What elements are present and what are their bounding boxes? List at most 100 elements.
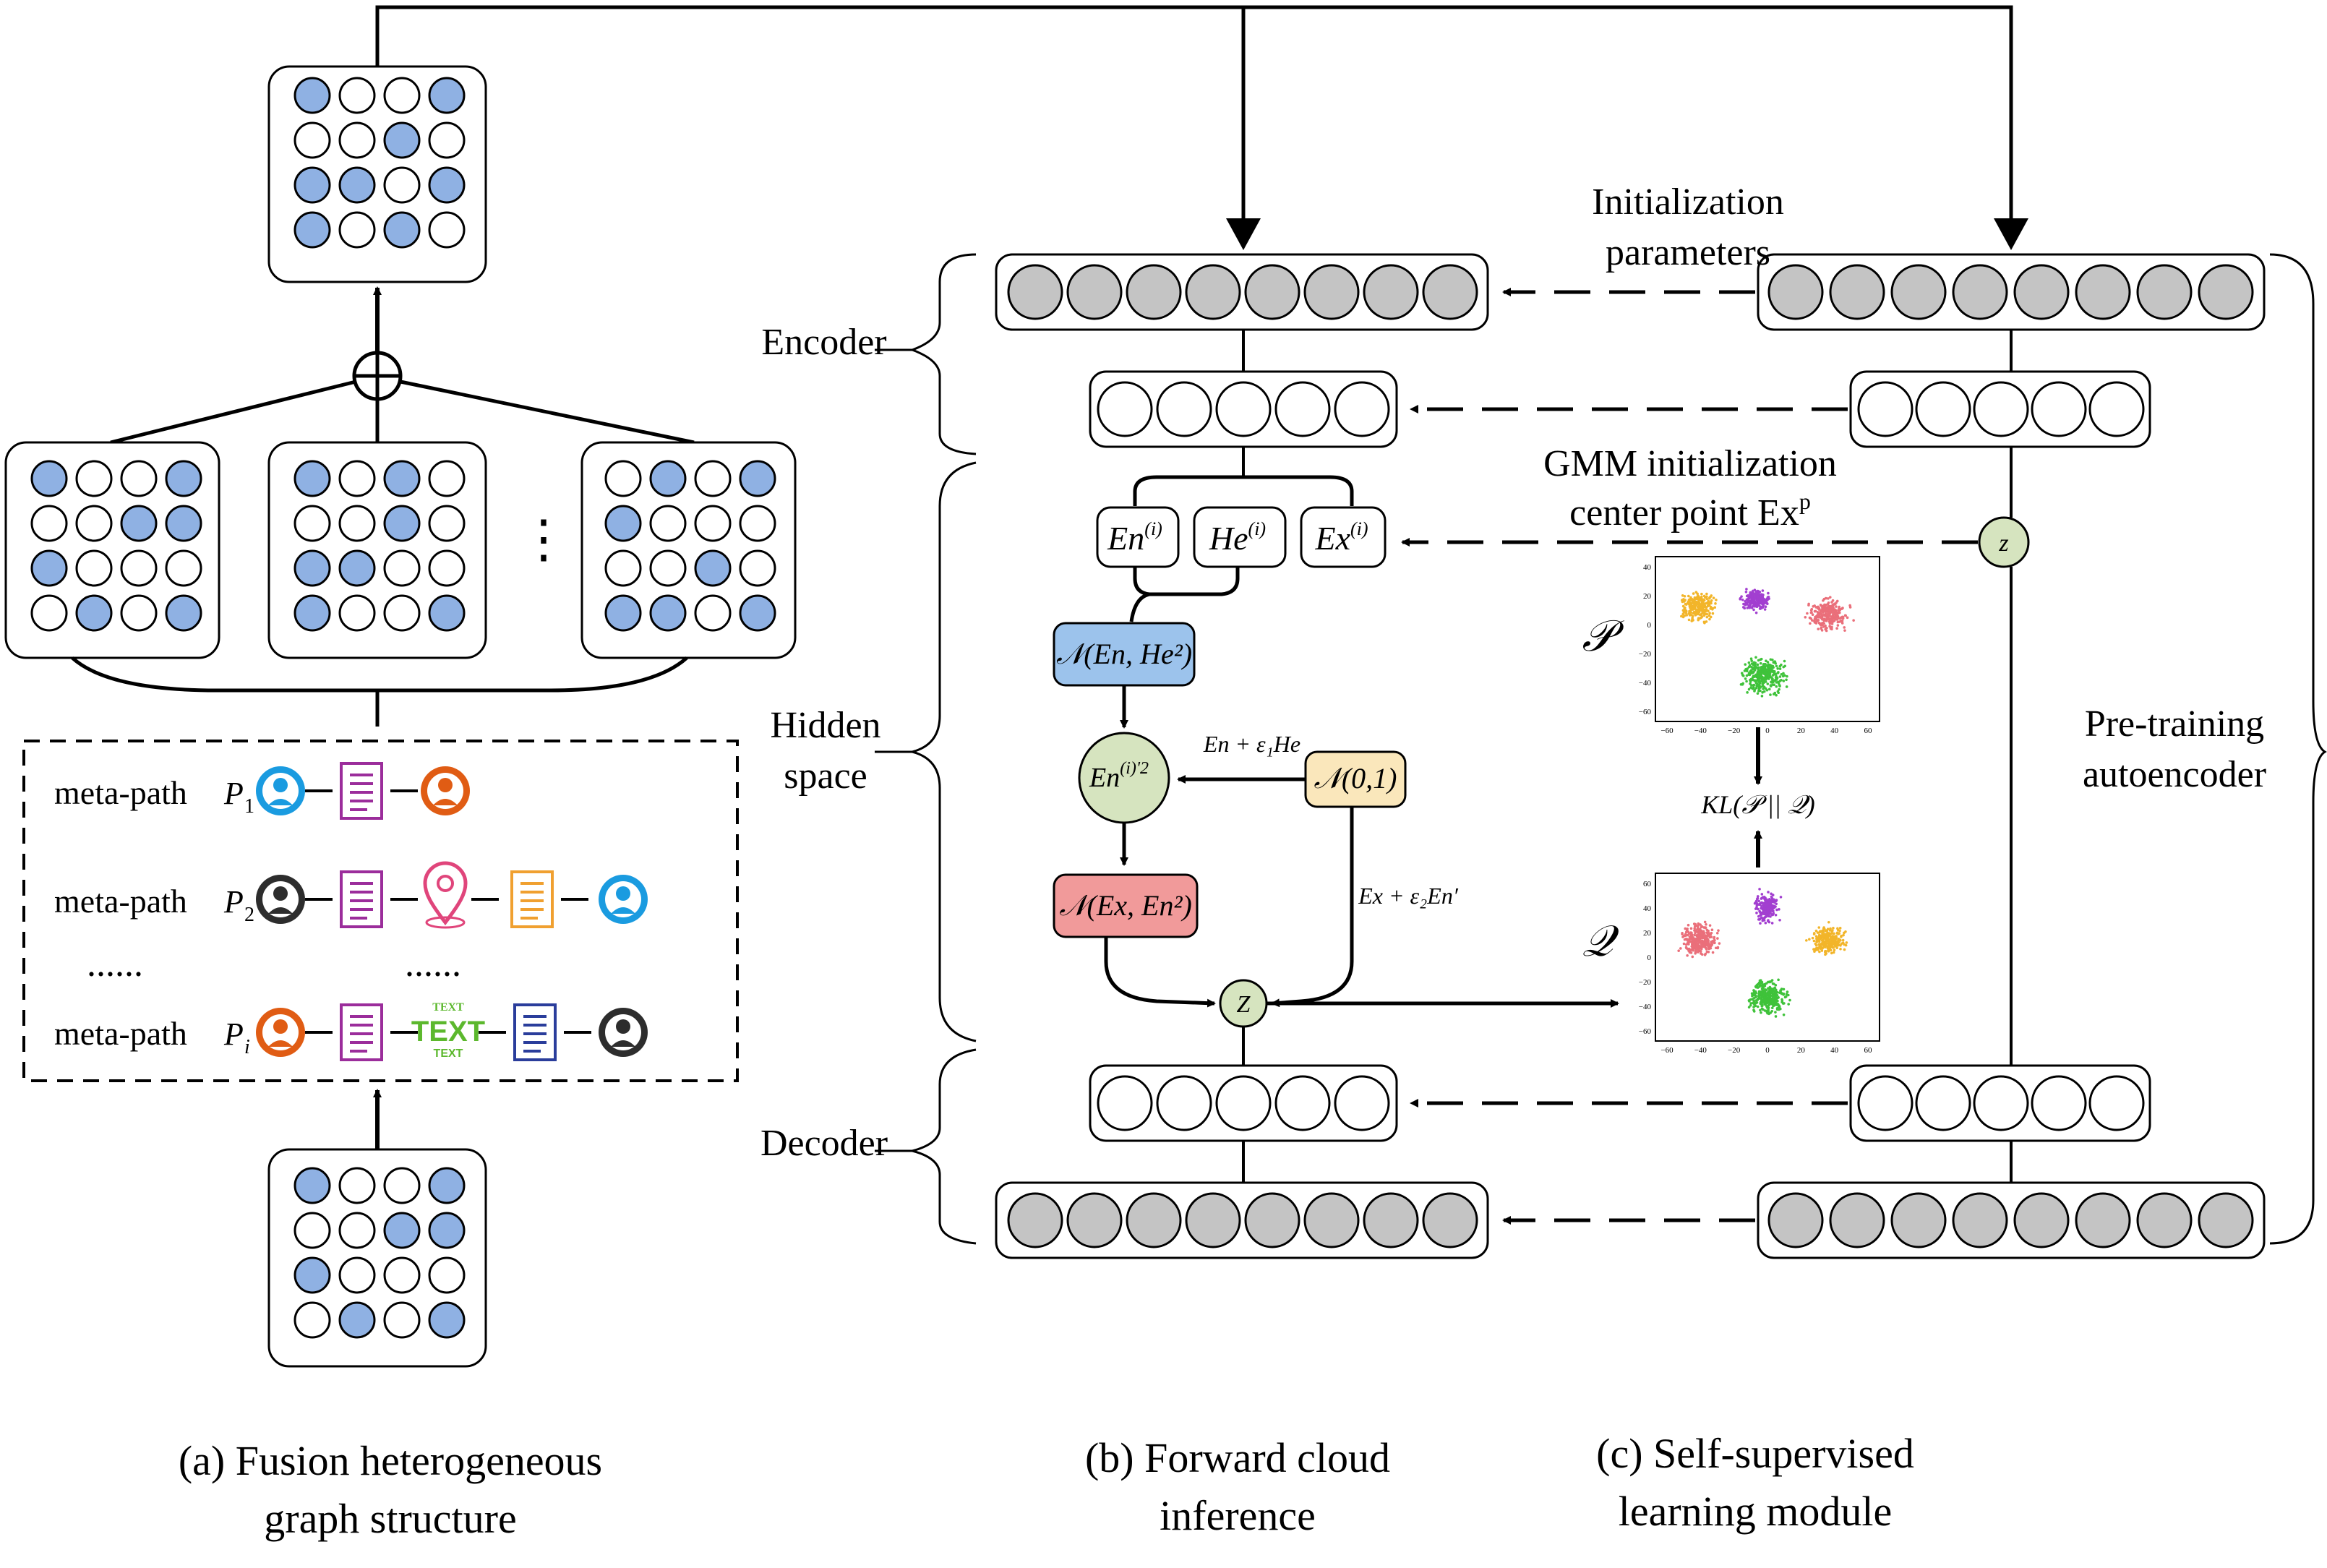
scatter-point xyxy=(1764,680,1767,683)
scatter-point xyxy=(1691,955,1694,959)
meta-path-box xyxy=(22,740,739,1082)
scatter-point xyxy=(1763,990,1767,994)
scatter-point xyxy=(1755,591,1758,594)
scatter-point xyxy=(1680,614,1683,618)
neuron-node xyxy=(1767,264,1824,320)
scatter-point xyxy=(1842,933,1845,937)
scatter-point xyxy=(1762,690,1766,693)
neuron-node xyxy=(1097,381,1153,437)
scatter-point xyxy=(1782,993,1785,996)
scatter-point xyxy=(1752,686,1755,689)
scatter-point xyxy=(1767,1003,1771,1006)
scatter-point xyxy=(1751,599,1754,603)
document-icon xyxy=(340,1003,383,1061)
scatter-point xyxy=(1699,949,1702,953)
scatter-point xyxy=(1770,922,1774,925)
matrix-node xyxy=(428,121,466,159)
scatter-point xyxy=(1766,664,1770,667)
scatter-point xyxy=(1747,599,1750,602)
x-tick-label: 40 xyxy=(1830,1046,1839,1055)
matrix-node xyxy=(604,549,642,587)
matrix-node xyxy=(293,1212,331,1249)
scatter-point xyxy=(1762,904,1765,907)
scatter-point xyxy=(1694,948,1697,951)
matrix-node xyxy=(383,77,421,114)
scatter-point xyxy=(1695,608,1699,612)
x-tick-label: 60 xyxy=(1864,1046,1873,1055)
scatter-point xyxy=(1773,986,1776,990)
matrix-node xyxy=(604,594,642,632)
y-tick-label: −20 xyxy=(1639,978,1652,987)
neuron-node xyxy=(1334,1075,1390,1131)
scatter-point xyxy=(1681,594,1684,597)
scatter-point xyxy=(1782,1014,1786,1016)
scatter-point xyxy=(1705,620,1708,623)
scatter-point xyxy=(1712,596,1715,600)
scatter-point xyxy=(1765,600,1768,604)
scatter-point xyxy=(1711,951,1715,954)
pretrain-label-1: Pre-training xyxy=(2085,703,2264,745)
scatter-point xyxy=(1687,923,1690,927)
scatter-point xyxy=(1852,619,1855,622)
scatter-point xyxy=(1709,946,1713,950)
scatter-point xyxy=(1760,695,1764,698)
scatter-point xyxy=(1808,938,1811,941)
scatter-point xyxy=(1843,931,1846,935)
scatter-point xyxy=(1682,942,1686,946)
scatter-point xyxy=(1757,683,1760,687)
matrix-node xyxy=(383,1212,421,1249)
scatter-point xyxy=(1761,606,1765,609)
scatter-point xyxy=(1786,990,1789,993)
kl-label: KL(𝒫 || 𝒬) xyxy=(1700,790,1815,819)
scatter-point xyxy=(1710,935,1713,938)
scatter-point xyxy=(1677,949,1680,952)
scatter-point xyxy=(1773,672,1777,676)
scatter-point xyxy=(1763,1009,1767,1012)
user-icon xyxy=(599,1008,648,1057)
scatter-point xyxy=(1764,1001,1767,1004)
scatter-point xyxy=(1826,603,1830,606)
neuron-node xyxy=(1303,264,1360,320)
matrix-node xyxy=(120,505,158,542)
scatter-point xyxy=(1821,947,1824,950)
matrix-node xyxy=(739,505,776,542)
scatter-point xyxy=(1775,678,1778,681)
matrix-node xyxy=(649,594,687,632)
scatter-point xyxy=(1829,619,1832,622)
scatter-point xyxy=(1758,909,1761,913)
scatter-point xyxy=(1770,1006,1774,1010)
scatter-point xyxy=(1815,941,1819,943)
scatter-point xyxy=(1765,903,1767,906)
svg-text:TEXT: TEXT xyxy=(411,1016,485,1048)
scatter-point xyxy=(1766,682,1770,685)
scatter-point xyxy=(1705,615,1709,619)
scatter-point xyxy=(1684,603,1688,606)
scatter-point xyxy=(1745,680,1748,683)
scatter-point xyxy=(1837,609,1840,612)
scatter-point xyxy=(1746,691,1749,694)
matrix-node xyxy=(338,1301,376,1339)
scatter-point xyxy=(1708,617,1711,621)
neuron-node xyxy=(1215,381,1272,437)
scatter-point xyxy=(1821,933,1824,935)
scatter-point xyxy=(1756,604,1760,607)
scatter-point xyxy=(1744,604,1747,607)
matrix-node xyxy=(604,505,642,542)
scatter-point xyxy=(1704,609,1707,612)
scatter-point xyxy=(1757,907,1760,911)
scatter-point xyxy=(1750,671,1754,674)
scatter-point xyxy=(1773,691,1777,695)
scatter-point xyxy=(1814,935,1818,938)
scatter-point xyxy=(1754,682,1758,685)
scatter-point xyxy=(1828,929,1832,932)
neuron-node xyxy=(1422,264,1478,320)
scatter-point xyxy=(1765,995,1768,999)
matrix-node xyxy=(75,460,113,497)
scatter-point xyxy=(1767,891,1770,894)
scatter-point xyxy=(1758,888,1761,891)
neuron-node xyxy=(1007,264,1063,320)
scatter-point xyxy=(1823,933,1827,936)
scatter-point xyxy=(1769,915,1772,918)
scatter-point xyxy=(1760,657,1763,661)
neuron-node xyxy=(1303,1192,1360,1248)
